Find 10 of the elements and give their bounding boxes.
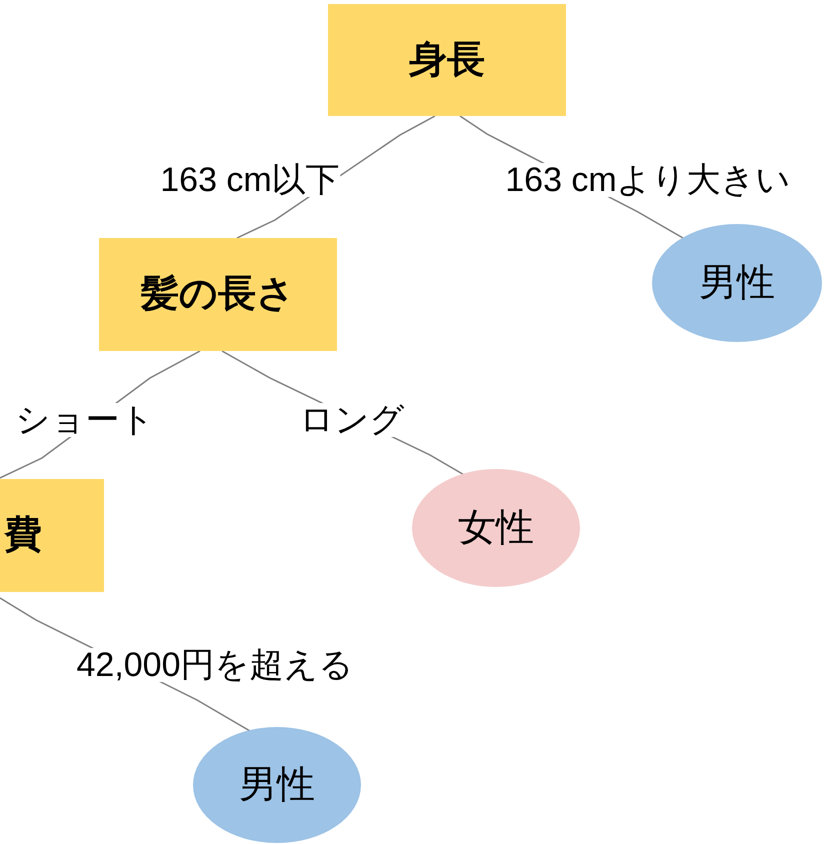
class-label: 男性 bbox=[699, 260, 775, 306]
attribute-label: 身長 bbox=[409, 38, 485, 82]
edge-label: 163 cmより大きい bbox=[505, 163, 791, 197]
decision-box bbox=[99, 238, 337, 351]
decision-box bbox=[328, 4, 566, 116]
attribute-label: 髪の長さ bbox=[141, 272, 295, 317]
edge-label: 163 cm以下 bbox=[160, 163, 340, 197]
attribute-label: 費 bbox=[4, 513, 42, 558]
class-label: 女性 bbox=[458, 506, 534, 550]
class-label: 男性 bbox=[239, 762, 315, 808]
